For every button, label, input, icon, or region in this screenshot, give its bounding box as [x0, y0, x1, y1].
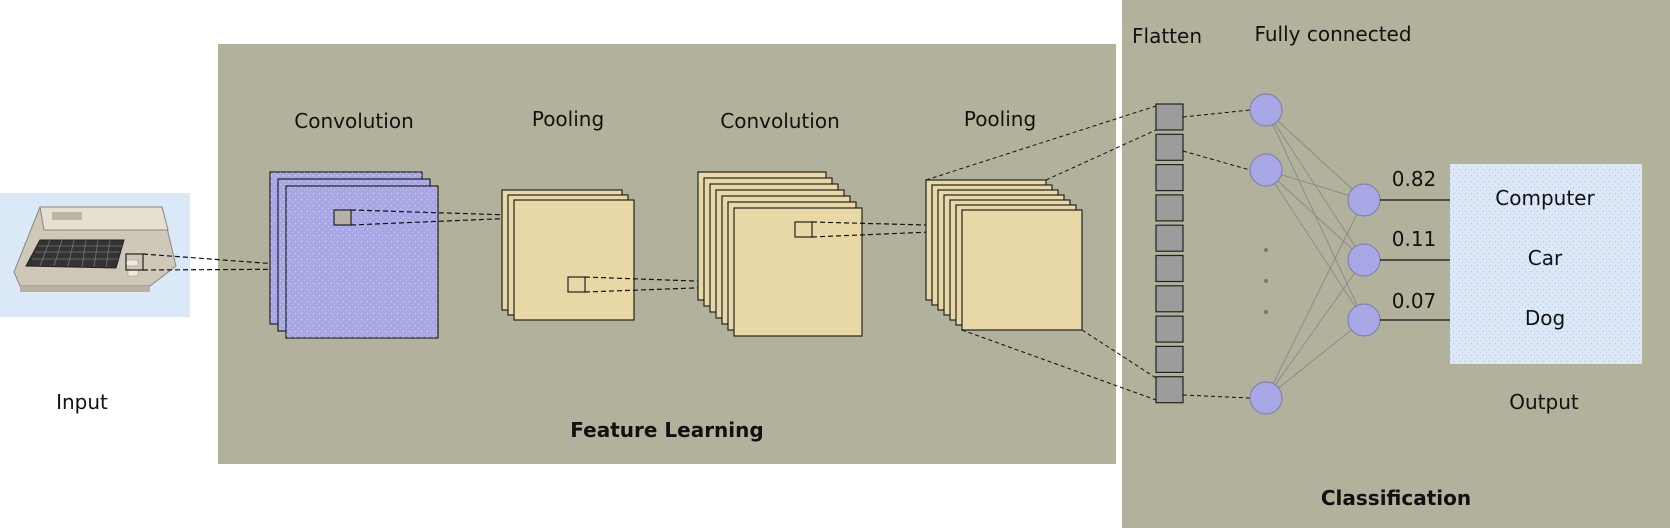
input-receptive-field	[125, 253, 144, 271]
conv1-label: Convolution	[294, 109, 414, 133]
flatten-cell	[1155, 254, 1184, 283]
output-neuron	[1347, 243, 1381, 277]
neuron-ellipsis	[1264, 248, 1268, 314]
neuron	[1249, 93, 1283, 127]
flatten-cell	[1155, 345, 1184, 373]
flatten-cell	[1155, 376, 1184, 404]
flatten-cell	[1155, 194, 1184, 222]
score-dog: 0.07	[1391, 289, 1437, 313]
flatten-vector	[1155, 103, 1184, 404]
fc-hidden-neurons	[1249, 93, 1283, 415]
input-label: Input	[56, 390, 108, 414]
output-label: Output	[1509, 390, 1579, 414]
neuron	[1249, 381, 1283, 415]
flatten-cell	[1155, 315, 1184, 343]
fully-connected-label: Fully connected	[1254, 22, 1412, 46]
pool1-feature-maps	[501, 189, 635, 321]
score-car: 0.11	[1391, 227, 1437, 251]
class-computer: Computer	[1495, 186, 1595, 210]
fc-output-neurons	[1347, 183, 1381, 337]
flatten-label: Flatten	[1132, 24, 1202, 48]
feature-learning-label: Feature Learning	[570, 418, 764, 442]
pool2-feature-maps	[925, 179, 1083, 331]
output-connector-lines	[1380, 199, 1450, 321]
computer-icon	[13, 206, 177, 292]
flatten-cell	[1155, 133, 1184, 161]
output-neuron	[1347, 303, 1381, 337]
fc-connections	[1265, 109, 1365, 399]
conv1-feature-maps	[269, 171, 439, 339]
output-neuron	[1347, 183, 1381, 217]
conv2-feature-maps	[697, 171, 863, 337]
flatten-cell	[1155, 164, 1184, 192]
pool2-label: Pooling	[963, 107, 1037, 131]
conv2-label: Convolution	[720, 109, 840, 133]
class-car: Car	[1527, 246, 1563, 270]
pool2-to-flatten-lines	[925, 105, 1157, 401]
score-computer: 0.82	[1391, 167, 1437, 191]
flatten-cell	[1155, 103, 1184, 131]
neuron	[1249, 153, 1283, 187]
class-dog: Dog	[1524, 306, 1566, 330]
flatten-cell	[1155, 285, 1184, 313]
flatten-cell	[1155, 224, 1184, 252]
pool1-label: Pooling	[531, 107, 605, 131]
classification-label: Classification	[1320, 486, 1472, 510]
flatten-to-fc-lines	[1182, 109, 1251, 399]
